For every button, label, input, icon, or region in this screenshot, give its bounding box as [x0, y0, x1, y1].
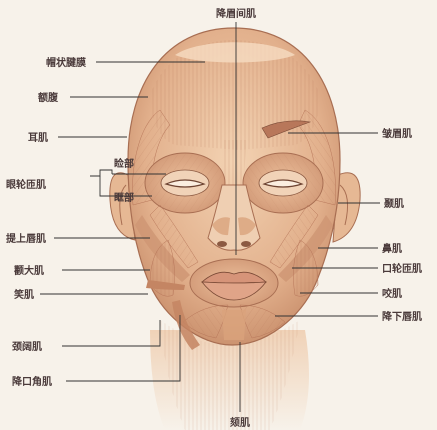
procerus-muscle	[222, 140, 246, 185]
label-platysma: 颈阔肌	[11, 340, 42, 353]
label-zygomaticus-major: 颧大肌	[14, 264, 44, 277]
label-mentalis: 颏肌	[230, 416, 250, 429]
label-galea: 帽状腱膜	[46, 56, 86, 69]
label-masseter: 咬肌	[382, 287, 402, 300]
mentalis-muscle	[222, 310, 246, 340]
label-nasalis: 鼻肌	[382, 242, 402, 255]
label-corrugator: 皱眉肌	[381, 127, 412, 140]
label-temporalis: 颞肌	[383, 198, 404, 210]
label-procerus: 降眉间肌	[216, 7, 256, 20]
label-auricular: 耳肌	[28, 132, 48, 144]
label-depressor-labii: 降下唇肌	[382, 310, 422, 323]
label-orbital: 眶部	[114, 191, 134, 204]
label-orbicularis-oculi: 眼轮匝肌	[6, 178, 46, 191]
label-palpebral: 睑部	[114, 157, 134, 170]
label-levator-labii: 提上唇肌	[6, 232, 46, 245]
label-risorius: 笑肌	[14, 288, 34, 301]
label-frontalis: 额腹	[38, 91, 59, 104]
label-orbicularis-oris: 口轮匝肌	[382, 262, 422, 275]
label-depressor-anguli: 降口角肌	[12, 375, 52, 388]
